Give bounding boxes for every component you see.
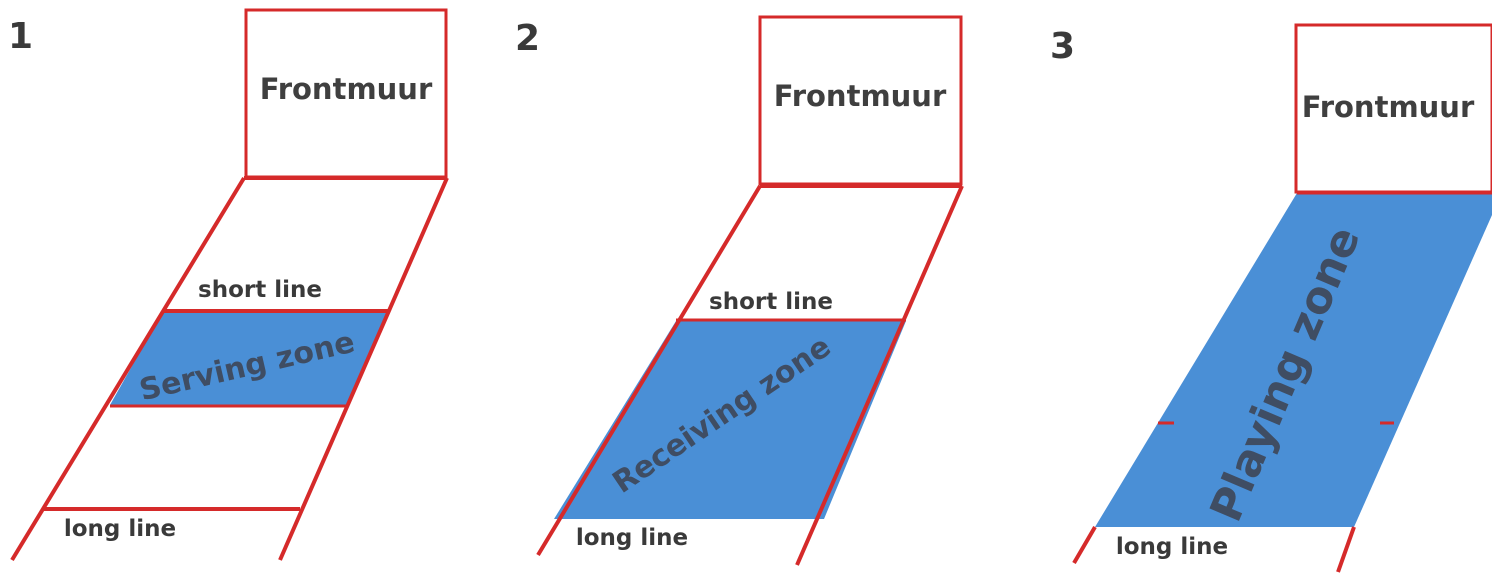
serving-zone (110, 313, 388, 405)
left-side-line (1072, 525, 1097, 565)
panel-1: 1 Frontmuur short line long line Serving… (8, 8, 449, 562)
front-wall (1294, 23, 1492, 194)
panel-3: 3 Frontmuur long line Playing zone (1050, 23, 1492, 573)
front-wall-label: Frontmuur (1302, 90, 1475, 124)
front-wall (758, 15, 963, 186)
short-line-label: short line (709, 289, 833, 315)
right-side-line (1336, 526, 1356, 573)
left-side-line (536, 184, 762, 557)
front-wall (244, 8, 448, 179)
long-line-label: long line (64, 516, 176, 542)
right-side-line (795, 185, 964, 566)
receiving-zone (554, 321, 906, 519)
right-side-line (278, 177, 449, 561)
playing-zone (1095, 193, 1492, 527)
panel-3-number: 3 (1050, 26, 1075, 67)
panel-2: 2 Frontmuur short line long line Receivi… (515, 15, 964, 566)
left-side-line (10, 176, 246, 562)
long-line-label: long line (1116, 534, 1228, 560)
long-line-label: long line (576, 525, 688, 551)
panel-1-number: 1 (8, 16, 33, 57)
panel-2-number: 2 (515, 18, 540, 59)
front-wall-label: Frontmuur (774, 79, 947, 113)
short-line-label: short line (198, 277, 322, 303)
front-wall-label: Frontmuur (260, 72, 433, 106)
